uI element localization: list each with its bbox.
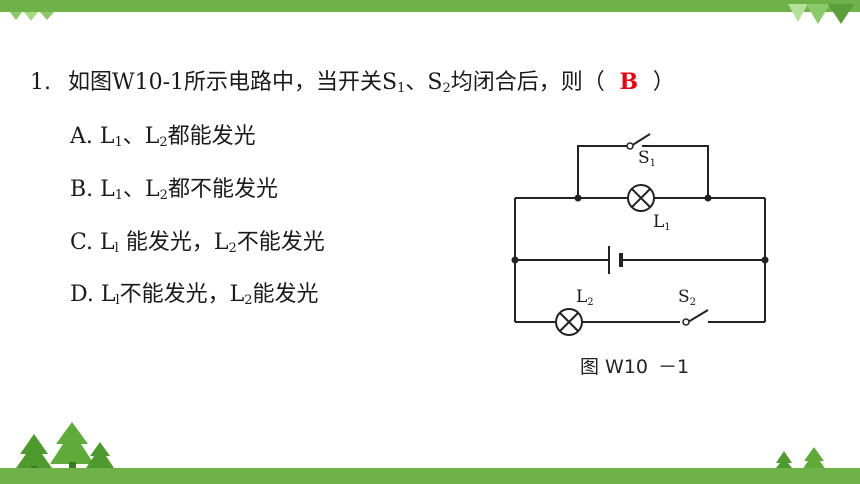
option-b-sub2: 2 xyxy=(159,188,168,203)
caption-text: 图 W10 xyxy=(580,356,649,378)
s1-label-sub: 1 xyxy=(649,158,657,169)
stem-text-before: 如图W10-1所示电路中，当开关S xyxy=(68,70,398,95)
option-d-suffix: 能发光 xyxy=(252,282,319,307)
stem-separator: 、S xyxy=(405,70,443,95)
s1-branch-wire xyxy=(577,145,630,198)
option-a-sub2: 2 xyxy=(159,135,168,150)
bottom-green-strip xyxy=(0,468,860,484)
option-c-suffix: 不能发光 xyxy=(236,230,325,255)
top-green-bar xyxy=(0,0,860,12)
option-c-sub1: l xyxy=(114,241,119,256)
junction-dot xyxy=(704,194,712,202)
l1-label-sub: 1 xyxy=(664,222,671,233)
option-b-mid: 、L xyxy=(123,177,160,202)
stem-close-paren: ） xyxy=(652,70,675,95)
tree-decoration-right xyxy=(772,447,828,473)
top-right-decoration xyxy=(788,4,854,24)
circuit-diagram xyxy=(511,133,769,336)
s1-label: S1 xyxy=(638,148,657,169)
l1-label-text: L xyxy=(653,212,665,232)
lamp-l2 xyxy=(555,308,583,336)
option-b[interactable]: B. L1、L2都不能发光 xyxy=(70,171,278,203)
option-a[interactable]: A. L1、L2都能发光 xyxy=(70,118,256,150)
caption-suffix: －1 xyxy=(658,356,690,378)
option-c-prefix: C. L xyxy=(70,230,115,255)
option-d-sub2: 2 xyxy=(244,293,253,308)
option-d-sub1: l xyxy=(115,293,120,308)
option-d[interactable]: D. Ll不能发光，L2能发光 xyxy=(70,276,319,308)
option-b-prefix: B. L xyxy=(70,177,115,202)
l2-label-sub: 2 xyxy=(587,297,594,308)
s1-label-text: S xyxy=(638,148,650,168)
option-a-suffix: 都能发光 xyxy=(167,124,256,149)
junction-dot xyxy=(574,194,582,202)
s2-label-sub: 2 xyxy=(689,297,697,308)
s2-label-text: S xyxy=(678,287,690,307)
s1-pivot xyxy=(626,142,634,150)
junction-dot xyxy=(761,256,769,264)
option-a-sub1: 1 xyxy=(114,135,123,150)
question-number: 1. xyxy=(30,70,51,95)
answer-letter: B xyxy=(619,69,639,95)
option-b-suffix: 都不能发光 xyxy=(167,177,278,202)
s1-switch-lever xyxy=(630,133,651,147)
option-d-mid: 不能发光，L xyxy=(119,282,245,307)
option-c[interactable]: C. Ll 能发光，L2不能发光 xyxy=(70,224,325,256)
junction-dot xyxy=(511,256,519,264)
option-d-prefix: D. L xyxy=(70,282,116,307)
s2-subscript: 2 xyxy=(442,81,451,96)
option-c-mid: 能发光，L xyxy=(118,230,229,255)
question-stem: 1. 如图W10-1所示电路中，当开关S1、S2均闭合后，则（ B ） xyxy=(30,64,675,96)
s2-pivot xyxy=(682,318,690,326)
option-b-sub1: 1 xyxy=(114,188,124,203)
figure-caption: 图 W10 －1 xyxy=(580,352,689,379)
option-a-prefix: A. L xyxy=(70,124,115,149)
lamp-l1 xyxy=(627,184,655,212)
option-c-sub2: 2 xyxy=(228,241,237,256)
s2-label: S2 xyxy=(678,287,697,308)
option-a-mid: 、L xyxy=(122,124,160,149)
stem-text-after: 均闭合后，则（ xyxy=(450,70,605,95)
top-left-decoration xyxy=(10,12,54,21)
l2-label-text: L xyxy=(576,287,588,307)
s1-branch-wire-right xyxy=(642,145,709,198)
l1-label: L1 xyxy=(653,212,671,233)
l2-label: L2 xyxy=(576,287,594,308)
tree-decoration-left xyxy=(16,422,114,472)
s1-subscript: 1 xyxy=(397,81,406,96)
s2-switch-lever xyxy=(687,309,709,323)
